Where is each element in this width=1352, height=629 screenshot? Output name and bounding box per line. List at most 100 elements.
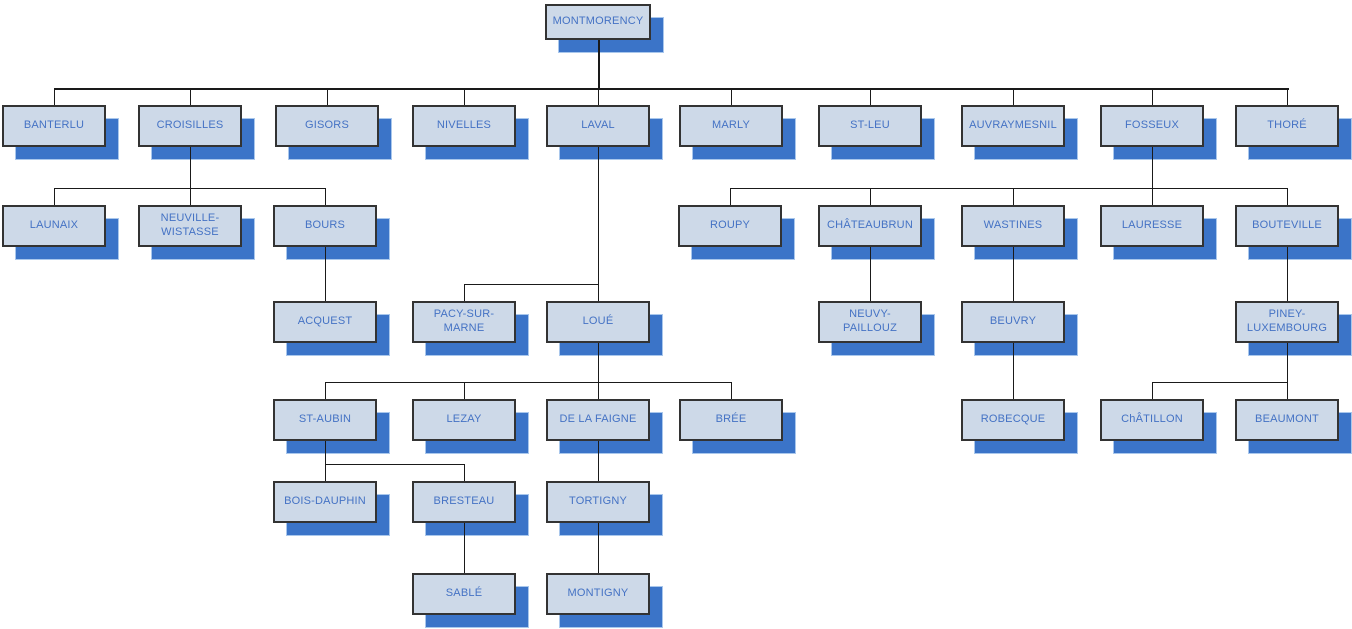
node-label: AUVRAYMESNIL <box>969 119 1057 132</box>
connector-montmorency-stub <box>731 88 732 105</box>
node-pacy-sur-marne[interactable]: PACY-SUR-MARNE <box>412 301 516 343</box>
connector-laval-stub <box>464 284 465 301</box>
node-label: DE LA FAIGNE <box>559 413 637 426</box>
node-label: NEUVILLE-WISTASSE <box>160 212 220 238</box>
node-label: TORTIGNY <box>568 495 628 508</box>
node-bois-dauphin[interactable]: BOIS-DAUPHIN <box>273 481 377 523</box>
connector-st-aubin-drop <box>325 441 326 464</box>
connector-montmorency-stub <box>327 88 328 105</box>
node-lezay[interactable]: LEZAY <box>412 399 516 441</box>
node-acquest[interactable]: ACQUEST <box>273 301 377 343</box>
node-label: LAVAL <box>581 119 615 132</box>
node-label: CROISILLES <box>156 119 224 132</box>
connector-piney-luxembourg-stub <box>1152 382 1153 399</box>
node-marly[interactable]: MARLY <box>679 105 783 147</box>
connector-montmorency-stub <box>870 88 871 105</box>
connector-chateaubrun-drop <box>870 247 871 301</box>
connector-loue-drop <box>598 343 599 382</box>
node-loue[interactable]: LOUÉ <box>546 301 650 343</box>
node-montigny[interactable]: MONTIGNY <box>546 573 650 615</box>
node-label: BEUVRY <box>989 315 1037 328</box>
node-label: ST-AUBIN <box>298 413 352 426</box>
node-label: BRÉE <box>715 413 747 426</box>
node-thore[interactable]: THORÉ <box>1235 105 1339 147</box>
connector-wastines-drop <box>1013 247 1014 301</box>
node-tortigny[interactable]: TORTIGNY <box>546 481 650 523</box>
node-label: SABLÉ <box>445 587 483 600</box>
node-de-la-faigne[interactable]: DE LA FAIGNE <box>546 399 650 441</box>
node-neuville-wistasse[interactable]: NEUVILLE-WISTASSE <box>138 205 242 247</box>
connector-bours-drop <box>325 247 326 301</box>
node-robecque[interactable]: ROBECQUE <box>961 399 1065 441</box>
node-label: ROBECQUE <box>980 413 1046 426</box>
connector-montmorency-stub <box>190 88 191 105</box>
connector-fosseux-drop <box>1152 147 1153 188</box>
connector-croisilles-drop <box>190 147 191 188</box>
connector-loue-stub <box>731 382 732 399</box>
node-roupy[interactable]: ROUPY <box>678 205 782 247</box>
node-label: ACQUEST <box>297 315 353 328</box>
node-bours[interactable]: BOURS <box>273 205 377 247</box>
node-chateaubrun[interactable]: CHÂTEAUBRUN <box>818 205 922 247</box>
node-beuvry[interactable]: BEUVRY <box>961 301 1065 343</box>
node-label: FOSSEUX <box>1125 119 1179 132</box>
node-croisilles[interactable]: CROISILLES <box>138 105 242 147</box>
connector-fosseux-stub <box>730 188 731 205</box>
connector-loue-rail <box>325 382 732 383</box>
node-label: NEUVY-PAILLOUZ <box>843 308 897 334</box>
node-banterlu[interactable]: BANTERLU <box>2 105 106 147</box>
node-beaumont[interactable]: BEAUMONT <box>1235 399 1339 441</box>
node-label: BOIS-DAUPHIN <box>284 495 366 508</box>
node-label: BANTERLU <box>23 119 85 132</box>
node-label: BRESTEAU <box>433 495 495 508</box>
node-label: LAUNAIX <box>29 219 79 232</box>
node-label: GISORS <box>305 119 349 132</box>
node-neuvy-paillouz[interactable]: NEUVY-PAILLOUZ <box>818 301 922 343</box>
node-sable[interactable]: SABLÉ <box>412 573 516 615</box>
node-fosseux[interactable]: FOSSEUX <box>1100 105 1204 147</box>
node-bresteau[interactable]: BRESTEAU <box>412 481 516 523</box>
connector-fosseux-stub <box>1013 188 1014 205</box>
connector-piney-luxembourg-stub <box>1287 382 1288 399</box>
node-launaix[interactable]: LAUNAIX <box>2 205 106 247</box>
connector-loue-stub <box>325 382 326 399</box>
node-lauresse[interactable]: LAURESSE <box>1100 205 1204 247</box>
node-chatillon[interactable]: ChÂTILLON <box>1100 399 1204 441</box>
node-st-leu[interactable]: ST-LEU <box>818 105 922 147</box>
connector-montmorency-stub <box>464 88 465 105</box>
node-label: PINEY-LUXEMBOURG <box>1246 308 1328 334</box>
connector-laval-stub <box>598 284 599 301</box>
connector-fosseux-stub <box>1152 188 1153 205</box>
node-label: PACY-SUR-MARNE <box>433 308 495 334</box>
connector-croisilles-stub <box>54 188 55 205</box>
connector-fosseux-stub <box>870 188 871 205</box>
node-bree[interactable]: BRÉE <box>679 399 783 441</box>
node-piney-luxembourg[interactable]: PINEY-LUXEMBOURG <box>1235 301 1339 343</box>
node-label: BOURS <box>304 219 346 232</box>
connector-fosseux-stub <box>1287 188 1288 205</box>
node-montmorency[interactable]: MONTMORENCY <box>545 4 651 40</box>
node-label: MARLY <box>711 119 751 132</box>
connector-piney-luxembourg-drop <box>1287 343 1288 382</box>
node-label: MONTIGNY <box>567 587 629 600</box>
node-auvraymesnil[interactable]: AUVRAYMESNIL <box>961 105 1065 147</box>
node-st-aubin[interactable]: ST-AUBIN <box>273 399 377 441</box>
node-laval[interactable]: LAVAL <box>546 105 650 147</box>
connector-laval-rail <box>464 284 599 285</box>
node-wastines[interactable]: WASTINES <box>961 205 1065 247</box>
node-label: THORÉ <box>1267 119 1307 132</box>
node-label: WASTINES <box>983 219 1043 232</box>
node-nivelles[interactable]: NIVELLES <box>412 105 516 147</box>
node-bouteville[interactable]: BOUTEVILLE <box>1235 205 1339 247</box>
connector-fosseux-rail <box>730 188 1288 189</box>
node-label: ROUPY <box>709 219 751 232</box>
node-gisors[interactable]: GISORS <box>275 105 379 147</box>
connector-croisilles-stub <box>325 188 326 205</box>
connector-montmorency-drop <box>598 40 600 88</box>
connector-montmorency-stub <box>1013 88 1014 105</box>
node-label: LAURESSE <box>1121 219 1183 232</box>
connector-st-aubin-stub <box>325 464 326 481</box>
connector-bouteville-drop <box>1287 247 1288 301</box>
connector-loue-stub <box>598 382 599 399</box>
